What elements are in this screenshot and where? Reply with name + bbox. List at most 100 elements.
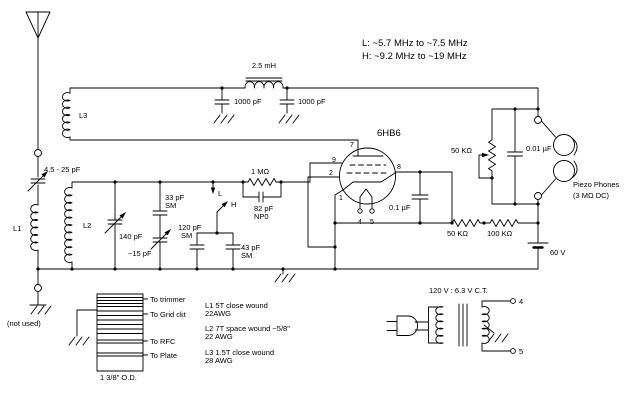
feed-resistor — [489, 219, 519, 227]
switch-low-label: L — [218, 189, 222, 198]
plate-cap-label: 0.1 µF — [389, 203, 411, 212]
pin-8-label: 8 — [397, 164, 401, 171]
band-switch — [210, 187, 228, 213]
tap-trimmer-label: To trimmer — [150, 295, 186, 304]
switch-contact-arrow — [210, 187, 216, 194]
plate-bypass-cap — [411, 194, 429, 200]
piezo-phones — [534, 116, 578, 200]
volume-pot — [482, 139, 496, 172]
tube-heater — [359, 188, 373, 198]
feed-resistor-label: 100 KΩ — [487, 229, 513, 238]
battery — [527, 242, 549, 249]
volume-pot-label: 50 KΩ — [451, 146, 472, 155]
tap-rfc-label: To RFC — [150, 337, 176, 346]
bypass-right-label: 1000 pF — [298, 97, 326, 106]
dropping-resistor — [451, 219, 481, 227]
series-cap-type: SM — [165, 201, 176, 210]
secondary-terminal-4-label: 4 — [519, 297, 523, 306]
junction-dots — [36, 86, 540, 271]
transformer-core — [458, 303, 468, 347]
l3-label: L3 — [79, 111, 87, 120]
switch-arm — [216, 204, 225, 213]
rfc-choke — [244, 77, 284, 89]
tuning-cap-label: 140 pF — [119, 232, 143, 241]
audio-cap — [507, 151, 523, 157]
l1-label: L1 — [13, 224, 21, 233]
phones-label-line2: (3 MΩ DC) — [573, 191, 610, 200]
phone-terminal-top — [534, 116, 542, 124]
l2-label: L2 — [83, 221, 91, 230]
coil-form-diagram — [96, 293, 144, 372]
trimmer-cap-label: ~15 pF — [128, 249, 152, 258]
bypass-cap-right — [279, 99, 295, 105]
antenna-variable-cap — [27, 171, 48, 192]
pin-4-label: 4 — [358, 219, 362, 226]
pin-5-label: 5 — [370, 219, 374, 226]
bypass-left-label: 1000 pF — [234, 97, 262, 106]
grid-cap-label: 82 pF — [254, 204, 274, 213]
switch-high-label: H — [231, 200, 236, 209]
bypass-cap-left — [214, 99, 230, 105]
not-used-label: (not used) — [7, 319, 41, 328]
series-cap-label: 33 pF — [165, 193, 185, 202]
antenna — [25, 11, 51, 39]
transformer-secondary — [481, 306, 490, 344]
pot-wiper-arrow — [482, 152, 489, 158]
rfc-label: 2.5 mH — [252, 61, 276, 70]
tube-name-label: 6HB6 — [377, 128, 401, 139]
winding-note-l3-wire: 28 AWG — [205, 356, 233, 365]
pin-1-label: 1 — [339, 195, 343, 202]
trimmer-cap — [150, 229, 171, 250]
pin-7-label: 7 — [350, 142, 354, 149]
phones-label-line1: Piezo Phones — [573, 180, 620, 189]
pad-cap1-type: SM — [181, 231, 192, 240]
transformer-primary — [435, 306, 444, 344]
tube-envelope — [339, 147, 396, 205]
ground-icon — [278, 114, 300, 124]
secondary-terminal-5 — [510, 348, 516, 354]
freq-note-low: L: ~5.7 MHz to ~7.5 MHz — [362, 38, 468, 49]
phone-band — [571, 137, 578, 179]
phone-element-bottom — [553, 160, 575, 182]
winding-note-l1-spec: L1 5T close wound — [205, 301, 268, 310]
grid-leak-resistor — [247, 178, 277, 186]
ground-icon — [487, 333, 509, 343]
coil-l2 — [64, 187, 73, 263]
phone-terminal-bottom — [534, 192, 542, 200]
pad-cap-120pf — [189, 244, 205, 250]
power-transformer — [386, 298, 516, 354]
switch-arm-arrow — [221, 201, 228, 208]
series-cap-33pf — [152, 210, 168, 216]
ac-plug-icon — [386, 315, 418, 336]
antenna-icon — [25, 11, 51, 39]
coil-form-windings — [96, 297, 144, 357]
pad-cap1-label: 120 pF — [178, 223, 202, 232]
audio-cap-label: 0.01 µF — [526, 144, 552, 153]
dropping-resistor-label: 50 KΩ — [447, 229, 468, 238]
ground-icon — [68, 336, 90, 346]
pad-cap-43pf — [225, 244, 241, 250]
pin-2-label: 2 — [329, 170, 333, 177]
battery-label: 60 V — [550, 248, 565, 257]
freq-note-high: H: ~9.2 MHz to ~19 MHz — [362, 51, 467, 62]
transformer-rating-label: 120 V : 6.3 V C.T. — [429, 286, 488, 295]
heater-terminal-4 — [357, 208, 363, 214]
tube-6hb6 — [339, 147, 396, 214]
winding-note-l2-wire: 22 AWG — [205, 332, 233, 341]
coil-l3 — [62, 92, 71, 138]
rfc-core-lines — [245, 77, 283, 82]
coil-form-body — [96, 293, 144, 372]
pin-9-label: 9 — [332, 157, 336, 164]
tuning-cap — [104, 212, 126, 234]
antenna-terminal — [34, 149, 42, 157]
coil-form-od-label: 1 3/8" O.D. — [100, 373, 137, 382]
coil-l1 — [30, 204, 39, 251]
wires — [37, 37, 556, 356]
grid-cap-type: NP0 — [254, 212, 269, 221]
tube-cathode — [352, 172, 396, 183]
ground-icon — [213, 114, 235, 124]
pad-cap2-label: 43 pF — [241, 243, 261, 252]
secondary-terminal-5-label: 5 — [519, 347, 523, 356]
